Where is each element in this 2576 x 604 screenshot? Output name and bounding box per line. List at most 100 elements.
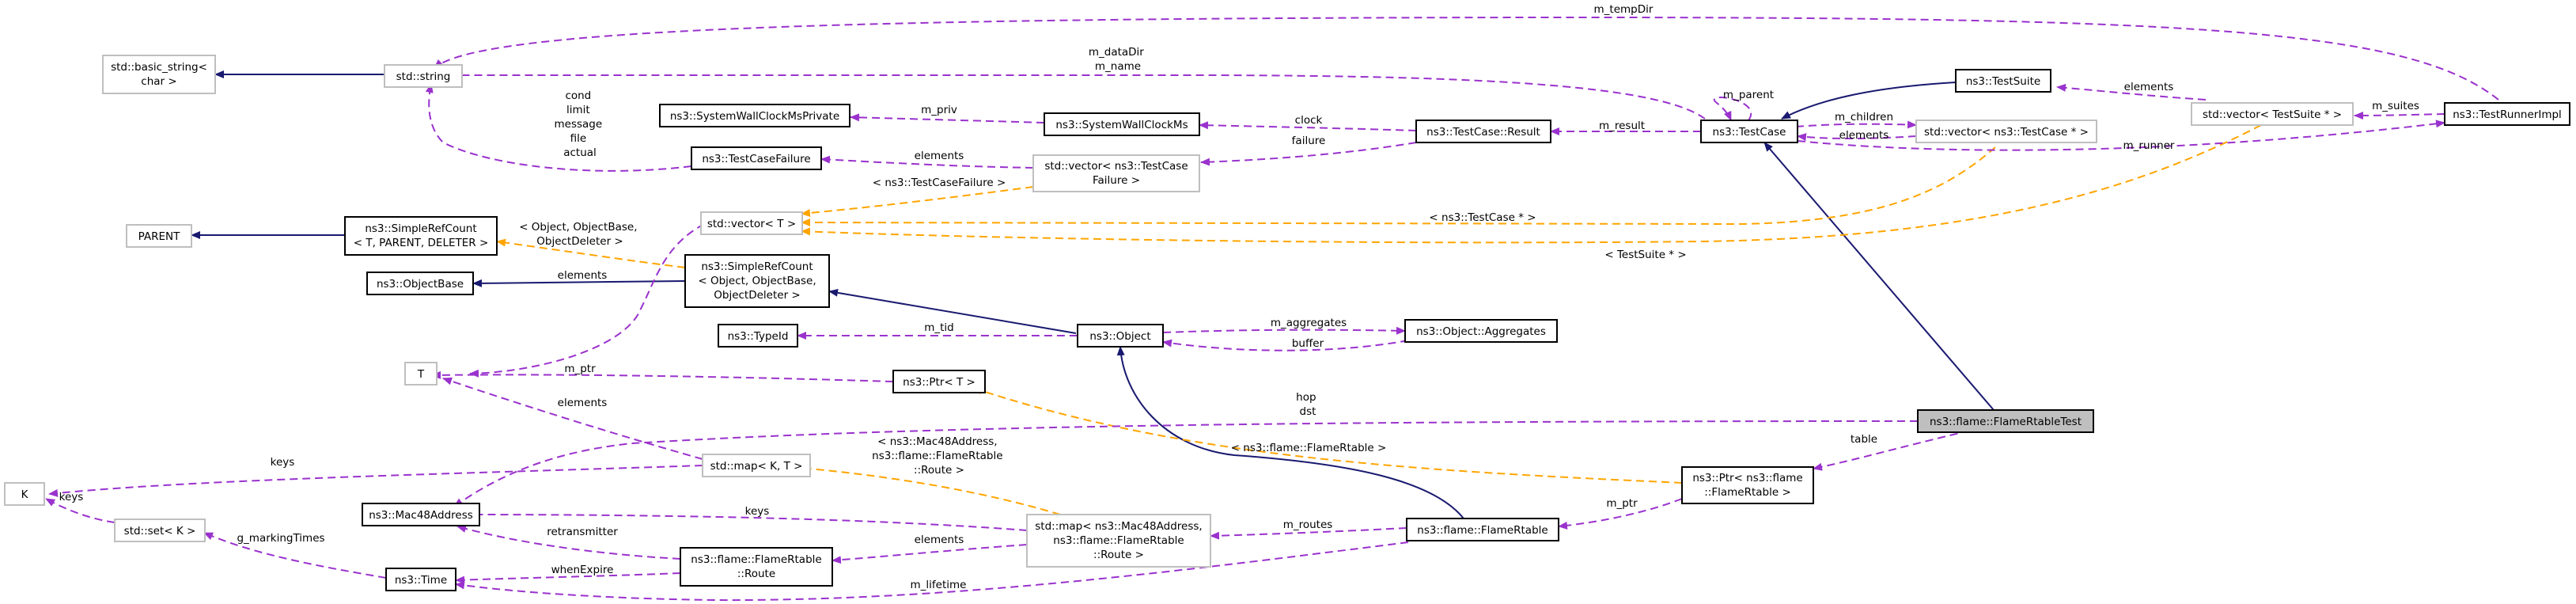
svg-text:ns3::Ptr< T >: ns3::Ptr< T > xyxy=(903,376,975,389)
retransmitter-edge xyxy=(456,525,681,560)
svg-text:ns3::TestCase::Result: ns3::TestCase::Result xyxy=(1426,126,1540,139)
object-aggregates-node[interactable]: ns3::Object::Aggregates xyxy=(1404,319,1558,343)
m-routes-label: m_routes xyxy=(1283,519,1333,531)
table-label: table xyxy=(1851,433,1877,446)
set-k-node[interactable]: std::set< K > xyxy=(114,519,206,542)
svg-text:ns3::Ptr< ns3::flame::FlameRta: ns3::Ptr< ns3::flame::FlameRtable > xyxy=(1692,472,1802,499)
elements-map-route-label: elements xyxy=(915,534,964,546)
time-node[interactable]: ns3::Time xyxy=(385,568,456,591)
map-k-t-node[interactable]: std::map< K, T > xyxy=(702,454,811,477)
object-node[interactable]: ns3::Object xyxy=(1077,324,1164,348)
g-markingtimes-edge xyxy=(203,532,387,579)
m-routes-edge xyxy=(1210,527,1407,540)
clock-label: clock xyxy=(1295,114,1323,127)
std-string-node[interactable]: std::string xyxy=(384,64,463,88)
m-tempdir-label: m_tempDir xyxy=(1594,3,1654,16)
ptr-t-node[interactable]: ns3::Ptr< T > xyxy=(892,370,986,393)
tpl-vector-testsuite-edge xyxy=(801,124,2262,244)
testsuite-node[interactable]: ns3::TestSuite xyxy=(1955,69,2051,93)
svg-text:ns3::Time: ns3::Time xyxy=(395,574,447,587)
vector-testsuite-node[interactable]: std::vector< TestSuite * > xyxy=(2191,102,2354,126)
tpl-failure-label: < ns3::TestCaseFailure > xyxy=(873,177,1006,189)
parent-node[interactable]: PARENT xyxy=(126,224,192,248)
svg-text:T: T xyxy=(417,368,425,381)
elements-map-route-edge xyxy=(832,544,1028,564)
svg-text:ns3::flame::FlameRtableTest: ns3::flame::FlameRtableTest xyxy=(1930,416,2082,428)
systemwallclockms-node[interactable]: ns3::SystemWallClockMs xyxy=(1044,112,1200,136)
testcasefailure-node[interactable]: ns3::TestCaseFailure xyxy=(691,146,822,170)
svg-text:ns3::TypeId: ns3::TypeId xyxy=(728,330,789,343)
m-lifetime-edge xyxy=(455,541,1409,602)
elements-testcase-label: elements xyxy=(1839,129,1889,142)
tpl-vector-testcase-edge xyxy=(801,146,1996,227)
svg-text:ns3::Mac48Address: ns3::Mac48Address xyxy=(369,509,473,522)
m-ptr-flame-label: m_ptr xyxy=(1606,497,1638,510)
tpl-testsuite-label: < TestSuite * > xyxy=(1604,249,1686,261)
tpl-map-route-label: < ns3::Mac48Address, ns3::flame::FlameRt… xyxy=(872,435,1006,477)
svg-text:ns3::SystemWallClockMs: ns3::SystemWallClockMs xyxy=(1055,119,1188,131)
tpl-vector-failure-edge xyxy=(801,186,1034,217)
flamertable-node[interactable]: ns3::flame::FlameRtable xyxy=(1406,518,1559,541)
failure-edge xyxy=(1200,142,1417,166)
route-node[interactable]: ns3::flame::FlameRtable::Route xyxy=(680,547,833,587)
tpl-ptr-flame-label: < ns3::flame::FlameRtable > xyxy=(1231,442,1387,454)
m-ptr-flame-edge xyxy=(1558,498,1683,530)
m-aggregates-edge xyxy=(1162,326,1406,335)
m-runner-edge xyxy=(1797,120,2445,151)
testcase-result-node[interactable]: ns3::TestCase::Result xyxy=(1415,120,1551,143)
simplerefcount-t-node[interactable]: ns3::SimpleRefCount< T, PARENT, DELETER … xyxy=(344,216,498,256)
m-children-edge xyxy=(1795,120,1917,129)
elements-failure-edge xyxy=(820,155,1034,169)
g-markingtimes-label: g_markingTimes xyxy=(237,532,324,545)
tpl-ptr-flame-edge xyxy=(972,386,1683,484)
vector-testcase-node[interactable]: std::vector< ns3::TestCase * > xyxy=(1915,120,2097,143)
objectbase-node[interactable]: ns3::ObjectBase xyxy=(366,272,474,295)
map-mac48-route-node[interactable]: std::map< ns3::Mac48Address,ns3::flame::… xyxy=(1026,514,1211,568)
svg-text:std::map< ns3::Mac48Address,ns: std::map< ns3::Mac48Address,ns3::flame::… xyxy=(1035,520,1202,561)
elements-testsuite-label: elements xyxy=(2124,81,2174,93)
failure-fields-edge xyxy=(425,83,692,172)
retransmitter-label: retransmitter xyxy=(547,526,618,538)
m-result-label: m_result xyxy=(1599,120,1645,132)
basic-string-node[interactable]: std::basic_string<char > xyxy=(102,55,216,94)
t-node[interactable]: T xyxy=(404,362,438,386)
keys-map-k-label: keys xyxy=(271,456,295,469)
mac48address-node[interactable]: ns3::Mac48Address xyxy=(362,503,480,526)
systemwallclockmsprivate-node[interactable]: ns3::SystemWallClockMsPrivate xyxy=(659,104,850,127)
tpl-simplerefcount-edge xyxy=(496,238,686,268)
flamertabletest-node[interactable]: ns3::flame::FlameRtableTest xyxy=(1917,409,2094,433)
keys-map-route-edge xyxy=(458,511,1028,531)
svg-text:std::vector< T >: std::vector< T > xyxy=(707,218,796,230)
k-node[interactable]: K xyxy=(4,482,45,506)
inherit-testsuite-edge xyxy=(1781,82,1957,120)
elements-vector-t-label: elements xyxy=(558,269,608,282)
tpl-testcase-label: < ns3::TestCase * > xyxy=(1429,211,1536,224)
clock-edge xyxy=(1199,121,1417,131)
typeid-node[interactable]: ns3::TypeId xyxy=(718,324,798,348)
hop-dst-label: hop dst xyxy=(1296,391,1320,418)
svg-text:std::vector< TestSuite * >: std::vector< TestSuite * > xyxy=(2203,108,2342,121)
m-children-label: m_children xyxy=(1835,111,1893,123)
buffer-edge xyxy=(1162,339,1409,351)
simplerefcount-object-node[interactable]: ns3::SimpleRefCount< Object, ObjectBase,… xyxy=(684,254,830,308)
testrunnerimpl-node[interactable]: ns3::TestRunnerImpl xyxy=(2444,102,2570,126)
elements-vector-t-edge xyxy=(469,223,705,378)
m-priv-label: m_priv xyxy=(921,104,957,116)
tpl-simplerefcount-label: < Object, ObjectBase, ObjectDeleter > xyxy=(519,221,641,248)
svg-text:ns3::TestRunnerImpl: ns3::TestRunnerImpl xyxy=(2453,108,2562,121)
svg-text:ns3::flame::FlameRtable::Route: ns3::flame::FlameRtable::Route xyxy=(691,553,821,580)
whenexpire-edge xyxy=(455,572,681,584)
keys-set-k-label: keys xyxy=(59,491,84,503)
svg-text:ns3::flame::FlameRtable: ns3::flame::FlameRtable xyxy=(1417,524,1547,537)
testcase-node[interactable]: ns3::TestCase xyxy=(1700,120,1798,143)
inherit-simplerefcount-edge xyxy=(828,288,1077,334)
ptr-flamertable-node[interactable]: ns3::Ptr< ns3::flame::FlameRtable > xyxy=(1681,466,1814,504)
buffer-label: buffer xyxy=(1292,337,1324,350)
vector-t-node[interactable]: std::vector< T > xyxy=(700,211,803,235)
svg-text:std::set< K >: std::set< K > xyxy=(124,525,196,538)
m-suites-label: m_suites xyxy=(2372,100,2419,112)
m-parent-edge xyxy=(1713,97,1752,121)
m-parent-label: m_parent xyxy=(1723,89,1774,101)
